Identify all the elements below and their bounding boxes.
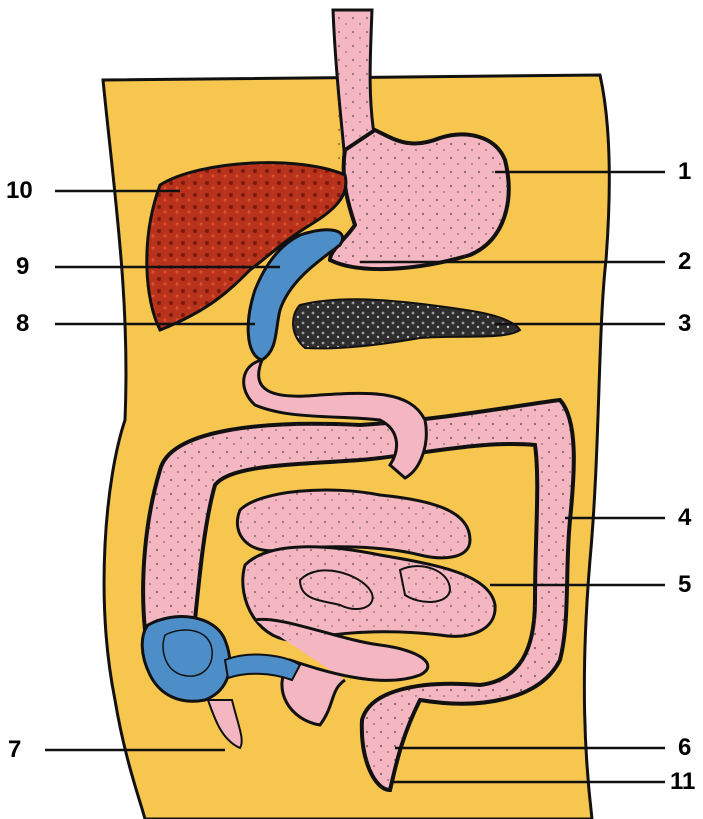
label-2: 2	[678, 250, 691, 274]
label-8: 8	[16, 312, 29, 336]
label-7: 7	[8, 738, 21, 762]
label-1: 1	[678, 160, 691, 184]
label-6: 6	[678, 736, 691, 760]
label-9: 9	[16, 255, 29, 279]
label-4: 4	[678, 506, 691, 530]
label-3: 3	[678, 312, 691, 336]
label-5: 5	[678, 573, 691, 597]
label-10: 10	[6, 179, 33, 203]
label-11: 11	[670, 770, 695, 794]
